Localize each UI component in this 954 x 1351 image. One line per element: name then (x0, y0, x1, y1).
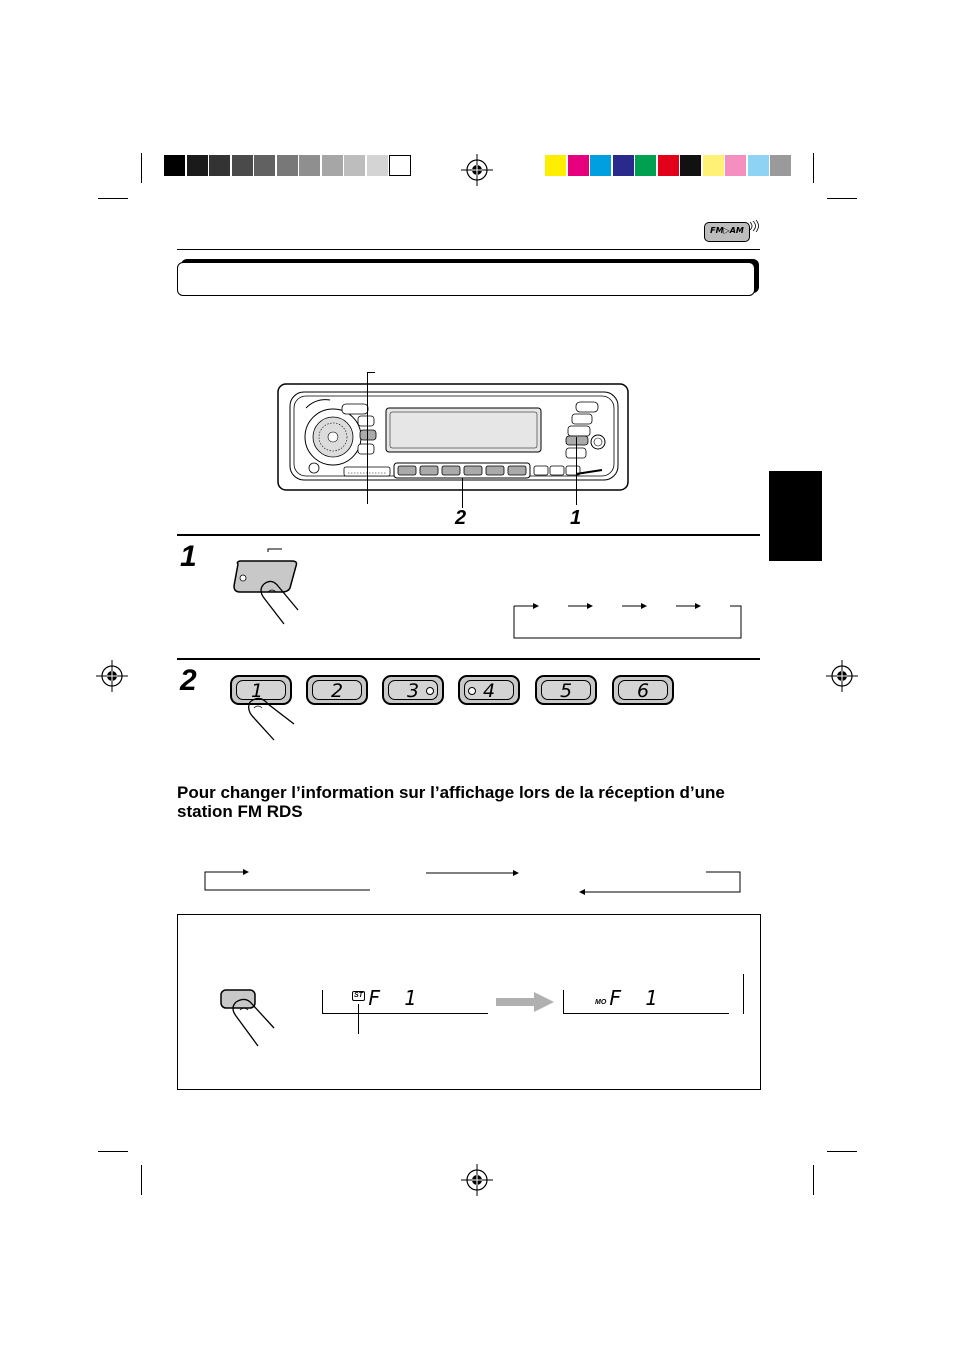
registration-target-icon (461, 1164, 493, 1196)
display-after-text: F 1 (609, 986, 658, 1010)
color-swatch (657, 155, 680, 176)
step-divider (177, 534, 760, 536)
color-swatch (612, 155, 635, 176)
color-swatch (725, 155, 747, 176)
callout-line (576, 437, 577, 505)
display-cycle-diagram (204, 869, 741, 895)
color-swatch (590, 155, 612, 176)
crop-mark (813, 1165, 814, 1195)
callout-label-1: 1 (570, 507, 582, 529)
display-before-text: F 1 (368, 986, 417, 1010)
callout-line (462, 478, 463, 508)
arrow-right-icon (496, 992, 554, 1012)
mono-button-press-illustration[interactable] (216, 986, 280, 1050)
preset-button-3[interactable]: 3 (382, 675, 444, 705)
mono-mode-box (177, 914, 761, 1090)
color-swatch (366, 155, 389, 176)
display-after: MO F 1 (563, 974, 745, 1016)
color-swatch (299, 155, 321, 176)
crop-mark (98, 1151, 128, 1152)
preset-button-label: 2 (312, 680, 362, 701)
color-swatch (276, 155, 299, 176)
callout-line (367, 372, 368, 504)
band-icon: FM▷AM (704, 220, 759, 244)
mono-indicator: MO (595, 999, 607, 1006)
stereo-indicator: ST (352, 991, 365, 1001)
color-swatch (321, 155, 344, 176)
preset-button-1[interactable]: 1 (230, 675, 292, 705)
callout-label-2: 2 (455, 507, 467, 529)
callout-line (358, 1004, 359, 1034)
crop-mark (98, 198, 128, 199)
preset-button-label: 5 (541, 680, 591, 701)
color-swatch (164, 155, 186, 176)
color-swatch (231, 155, 254, 176)
color-swatch (770, 155, 792, 176)
crop-mark (827, 1151, 857, 1152)
color-swatch (702, 155, 725, 176)
step-2-number: 2 (180, 664, 197, 697)
crop-mark (827, 198, 857, 199)
band-icon-label: FM▷AM (710, 226, 744, 235)
crop-mark (141, 153, 142, 183)
preset-button-6[interactable]: 6 (612, 675, 674, 705)
radio-waves-icon (749, 220, 759, 232)
preset-button-4[interactable]: 4 (458, 675, 520, 705)
rds-section-heading: Pour changer l’information sur l’afficha… (177, 783, 725, 821)
registration-target-icon (826, 660, 858, 692)
callout-line (367, 372, 375, 373)
color-swatch (254, 155, 276, 176)
color-swatch (680, 155, 702, 176)
color-swatch (635, 155, 657, 176)
color-swatch (389, 155, 411, 176)
section-title-bar (177, 262, 755, 296)
color-swatch (209, 155, 231, 176)
display-before: ST F 1 (322, 986, 488, 1016)
color-swatch (186, 155, 209, 176)
color-swatch (545, 155, 567, 176)
step-divider (177, 658, 760, 660)
indicator-dot-icon (468, 687, 476, 695)
side-tab (769, 471, 822, 561)
band-button-press-illustration[interactable] (228, 548, 308, 628)
registration-target-icon (96, 660, 128, 692)
finger-press-icon (248, 697, 295, 741)
header-rule (177, 249, 760, 250)
step-1-number: 1 (180, 540, 197, 573)
indicator-dot-icon (426, 687, 434, 695)
preset-button-2[interactable]: 2 (306, 675, 368, 705)
band-cycle-diagram (513, 603, 742, 639)
crop-mark (141, 1165, 142, 1195)
crop-mark (813, 153, 814, 183)
registration-target-icon (461, 154, 493, 186)
color-swatch (747, 155, 770, 176)
preset-button-5[interactable]: 5 (535, 675, 597, 705)
color-swatch (344, 155, 366, 176)
car-stereo-panel-illustration (277, 383, 629, 491)
preset-button-label: 6 (618, 680, 668, 701)
color-swatch (567, 155, 590, 176)
preset-button-label: 4 (464, 680, 514, 701)
preset-button-label: 3 (388, 680, 438, 701)
